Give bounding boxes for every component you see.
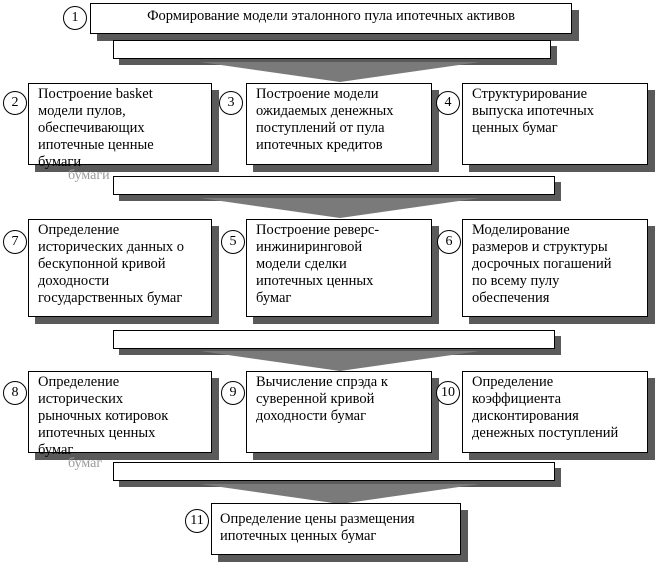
step-8-box: [28, 371, 212, 453]
step-4-text: Структурирование выпуска ипотечных ценны…: [472, 86, 594, 136]
step-3-number: 3: [219, 91, 243, 115]
step-3-text: Построение модели ожидаемых денежных пос…: [256, 86, 394, 153]
chevron-arrow-4: [200, 484, 480, 504]
step-4-box: [462, 83, 648, 165]
chevron-arrow-3: [200, 351, 480, 371]
connector-bar-4: [113, 462, 555, 481]
step-3-box: [246, 83, 432, 165]
step-6-box: [462, 219, 648, 317]
step-1-text: Формирование модели эталонного пула ипот…: [147, 8, 515, 24]
step-2-number: 2: [3, 91, 27, 115]
step-9-text: Вычисление спрэда к суверенной кривой до…: [256, 374, 388, 424]
step-7-box: [28, 219, 212, 317]
step-5-number: 5: [221, 230, 245, 254]
step-8-text: Определение исторических рыночных котиро…: [38, 374, 169, 458]
step-6-text: Моделирование размеров и структуры досро…: [472, 222, 612, 306]
step-10-number: 10: [436, 381, 460, 405]
step-9-box: [246, 371, 432, 453]
step-11-number: 11: [185, 509, 209, 533]
step-5-text: Построение реверс- инжиниринговой модели…: [256, 222, 380, 306]
step-5-box: [246, 219, 432, 317]
step-10-box: [462, 371, 648, 453]
step-7-number: 7: [3, 230, 27, 254]
connector-bar-1: [113, 40, 551, 59]
step-2-overflow-text: бумаги: [68, 168, 110, 183]
step-11-text: Определение цены размещения ипотечных це…: [220, 511, 415, 544]
step-1-number: 1: [63, 6, 87, 30]
connector-bar-2: [113, 176, 555, 195]
step-9-number: 9: [221, 381, 245, 405]
connector-bar-3: [113, 330, 555, 349]
step-6-number: 6: [437, 230, 461, 254]
chevron-arrow-2: [200, 198, 480, 218]
step-4-number: 4: [436, 91, 460, 115]
step-7-text: Определение исторических данных о бескуп…: [38, 222, 185, 306]
step-2-box: [28, 83, 212, 165]
step-11-box: [211, 503, 461, 555]
step-8-overflow-text: бумаг: [68, 456, 103, 471]
step-10-text: Определение коэффициента дисконтирования…: [472, 374, 619, 441]
step-1-box: [90, 3, 572, 34]
step-2-text: Построение basket модели пулов, обеспечи…: [38, 86, 154, 170]
step-8-number: 8: [3, 381, 27, 405]
chevron-arrow-1: [200, 62, 480, 82]
